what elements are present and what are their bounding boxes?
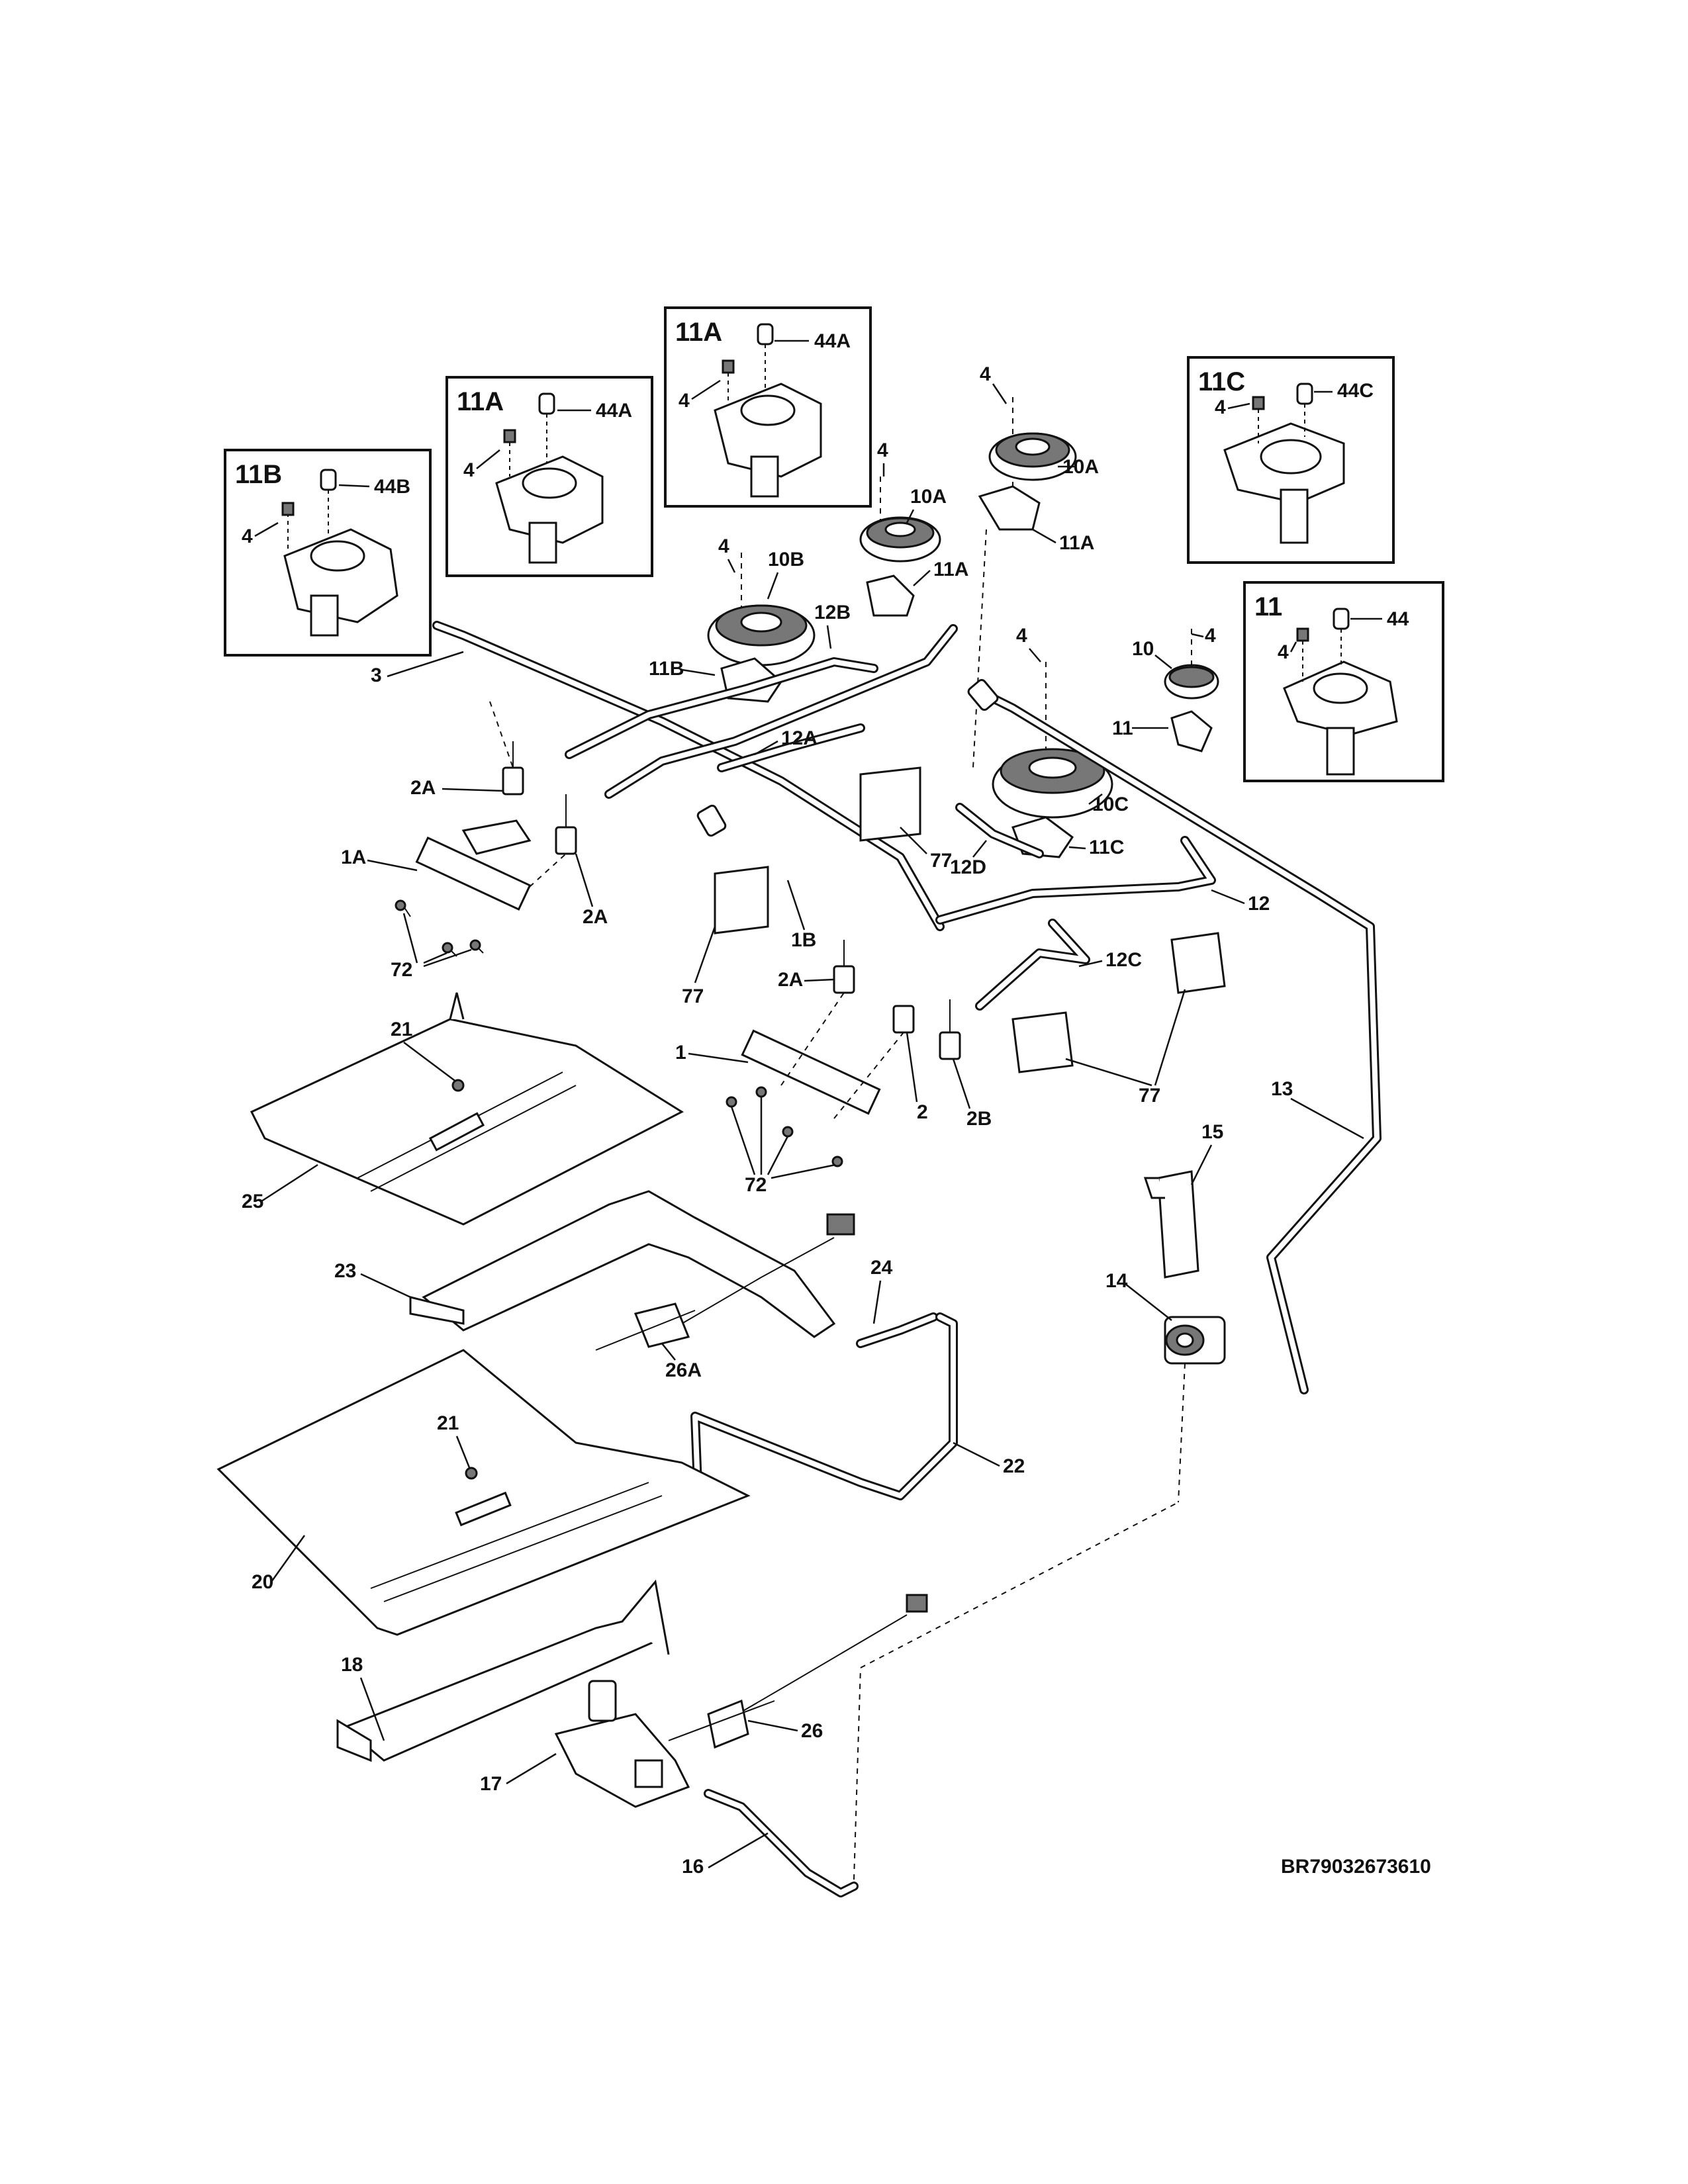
callout-4: 4 [877,439,888,461]
oven-valve-17 [554,1680,690,1808]
callout-77: 77 [930,850,952,872]
callout-10B: 10B [768,549,804,570]
broil-shield-20 [216,1349,751,1636]
callout-18: 18 [341,1654,363,1676]
callout-12A: 12A [781,727,818,749]
callout-21: 21 [391,1019,412,1040]
regulator-14 [1164,1316,1226,1503]
inset-title: 11A [457,387,504,416]
tube-16 [704,1502,1179,1897]
callout-4: 4 [980,363,991,385]
callout-77: 77 [1139,1085,1160,1107]
callout-26A: 26A [665,1359,702,1381]
inset-title: 11 [1254,592,1282,621]
callout-11B: 11B [649,658,684,680]
inset-box-11C: 11C 4 44C [1187,356,1395,564]
callout-11A: 11A [933,559,968,580]
burner-10B [707,553,816,703]
inset-box-11A-right: 11A 4 44A [664,306,872,508]
callout-1: 1 [675,1042,686,1064]
igniter-26 [668,1594,928,1749]
burner-10 [1164,629,1219,752]
inset-box-11B: 11B 4 44B [224,449,432,657]
inset-title: 11B [235,460,282,489]
callout-11C: 11C [1089,837,1124,858]
igniter-26A [595,1213,855,1351]
callout-25: 25 [242,1191,263,1212]
inset-title: 11C [1198,367,1245,396]
callout-4: 4 [1215,396,1226,418]
callout-4: 4 [463,459,475,481]
inset-box-11: 11 4 44 [1243,581,1444,782]
callout-4: 4 [679,390,690,412]
callout-2A: 2A [583,906,608,928]
bracket-77-mid [714,766,1226,1073]
callout-44B: 44B [374,476,410,498]
callout-44C: 44C [1337,380,1374,402]
callout-2: 2 [917,1101,928,1123]
callout-3: 3 [371,664,382,686]
callout-13: 13 [1271,1078,1293,1100]
callout-1B: 1B [791,929,816,951]
bracket-15 [1143,1170,1199,1279]
broil-burner-18 [336,1579,670,1762]
callout-2A: 2A [778,969,803,991]
callout-12: 12 [1248,893,1270,915]
callout-77: 77 [682,985,704,1007]
callout-12B: 12B [814,602,851,623]
callout-10A: 10A [910,486,947,508]
fitting-24 [690,1312,958,1507]
callout-17: 17 [480,1773,502,1795]
callout-2B: 2B [966,1108,992,1130]
callout-4: 4 [1016,625,1027,647]
burner-10A-top [972,397,1077,768]
callout-72: 72 [745,1174,767,1196]
callout-11: 11 [1112,717,1133,739]
callout-4: 4 [1205,625,1216,647]
callout-23: 23 [334,1260,356,1282]
valve-group-left [395,701,577,957]
callout-2A: 2A [410,777,436,799]
callout-14: 14 [1105,1270,1128,1292]
callout-15: 15 [1201,1121,1223,1143]
callout-22: 22 [1003,1455,1025,1477]
inset-title: 11A [675,318,722,347]
callout-44A: 44A [814,330,851,352]
oven-burner-23 [409,1190,836,1338]
callout-12D: 12D [950,856,986,878]
callout-24: 24 [870,1257,893,1279]
callout-11A: 11A [1059,532,1094,554]
burner-10C [992,662,1113,858]
inset-box-11A-left: 11A 4 44A [445,376,653,577]
callout-4: 4 [1278,641,1289,663]
valve-group-center [726,940,961,1167]
callout-44A: 44A [596,400,632,422]
callout-12C: 12C [1105,949,1142,971]
callout-72: 72 [391,959,412,981]
callout-4: 4 [242,525,253,547]
callout-1A: 1A [341,846,366,868]
callout-10: 10 [1132,638,1154,660]
callout-20: 20 [252,1571,273,1593]
burner-10A-mid [859,477,941,617]
gas-tubing [432,621,1382,1394]
callout-44: 44 [1387,608,1409,630]
burner-shield-25 [250,992,684,1226]
callout-26: 26 [801,1720,823,1742]
callout-16: 16 [682,1856,704,1878]
callout-4: 4 [718,535,729,557]
callout-21: 21 [437,1412,459,1434]
drawing-code: BR79032673610 [1281,1856,1431,1878]
